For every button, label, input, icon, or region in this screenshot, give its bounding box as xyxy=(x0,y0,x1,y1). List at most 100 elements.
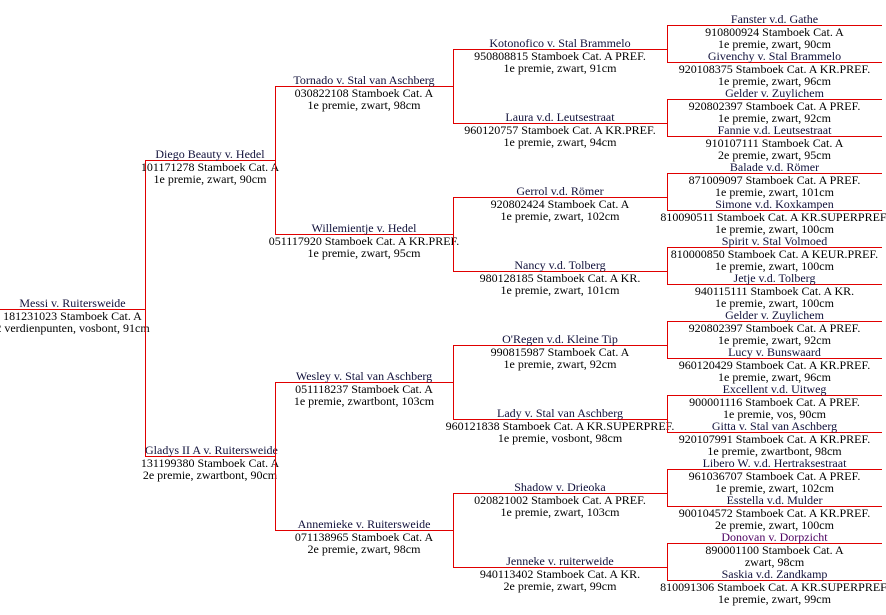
horse-info: 1e premie, zwart, 101cm xyxy=(715,185,834,199)
horse-registration: 871009097 Stamboek Cat. A PREF. xyxy=(688,173,861,187)
horse-name-link[interactable]: Libero W. v.d. Hertraksestraat xyxy=(702,456,847,470)
horse-name-link[interactable]: Jenneke v. ruiterweide xyxy=(506,554,614,568)
connector-line xyxy=(453,123,667,124)
horse-name-link[interactable]: Lucy v. Bunswaard xyxy=(728,345,821,359)
connector-line xyxy=(667,543,882,544)
horse-registration: 810091306 Stamboek Cat. A KR.SUPERPREF. xyxy=(660,580,886,594)
horse-name-link[interactable]: Gelder v. Zuylichem xyxy=(725,86,824,100)
connector-line xyxy=(667,469,882,470)
connector-line xyxy=(453,493,667,494)
horse-info: 1e premie, zwart, 92cm xyxy=(503,357,617,371)
connector-line xyxy=(145,456,275,457)
connector-line xyxy=(667,580,882,581)
horse-info: 2e premie, zwart, 95cm xyxy=(718,148,831,162)
horse-registration: 181231023 Stamboek Cat. A xyxy=(3,309,142,323)
horse-name-link[interactable]: Gitta v. Stal van Aschberg xyxy=(711,419,838,433)
connector-line xyxy=(275,234,453,235)
horse-name-link[interactable]: Gladys II A v. Ruitersweide xyxy=(145,443,278,457)
connector-line xyxy=(667,62,882,63)
parent-bracket-line xyxy=(667,321,668,358)
connector-line xyxy=(667,506,882,507)
horse-name-link[interactable]: Gelder v. Zuylichem xyxy=(725,308,824,322)
horse-name-link[interactable]: Spirit v. Stal Volmoed xyxy=(721,234,828,248)
horse-name-link[interactable]: Balade v.d. Römer xyxy=(729,160,820,174)
connector-line xyxy=(275,86,453,87)
horse-name-link[interactable]: Wesley v. Stal van Aschberg xyxy=(295,369,433,383)
horse-name-link[interactable]: Esstella v.d. Mulder xyxy=(726,493,823,507)
horse-registration: 051118237 Stamboek Cat. A xyxy=(295,382,433,396)
horse-name-link[interactable]: Donovan v. Dorpzicht xyxy=(721,530,828,544)
horse-info: 1e premie, zwart, 102cm xyxy=(500,209,620,223)
horse-info: 1e premie, zwart, 94cm xyxy=(503,135,617,149)
horse-name-link[interactable]: Saskia v.d. Zandkamp xyxy=(721,567,828,581)
horse-registration: 131199380 Stamboek Cat. A xyxy=(140,456,280,470)
connector-line xyxy=(275,382,453,383)
horse-name-link[interactable]: Lady v. Stal van Aschberg xyxy=(497,406,623,420)
horse-name-link[interactable]: Fannie v.d. Leutsestraat xyxy=(717,123,832,137)
horse-info: 1e premie, zwart, 98cm xyxy=(307,98,421,112)
horse-registration: 071138965 Stamboek Cat. A xyxy=(294,530,434,544)
parent-bracket-line xyxy=(453,345,454,419)
horse-info: zwart, 98cm xyxy=(744,555,805,569)
horse-registration: 810090511 Stamboek Cat. A KR.SUPERPREF. xyxy=(660,210,886,224)
horse-name-link[interactable]: Kotonofico v. Stal Brammelo xyxy=(489,36,631,50)
connector-line xyxy=(453,49,667,50)
horse-info: 1e premie, zwartbont, 103cm xyxy=(293,394,435,408)
horse-info: 1e premie, zwart, 92cm xyxy=(718,333,831,347)
horse-info: 1e premie, zwart, 102cm xyxy=(715,481,834,495)
horse-name-link[interactable]: Shadow v. Drieoka xyxy=(514,480,606,494)
horse-name-link[interactable]: O'Regen v.d. Kleine Tip xyxy=(502,332,618,346)
horse-registration: 900001116 Stamboek Cat. A PREF. xyxy=(689,395,860,409)
horse-name-link[interactable]: Willemientje v. Hedel xyxy=(311,221,417,235)
connector-line xyxy=(453,567,667,568)
horse-name-link[interactable]: Gerrol v.d. Römer xyxy=(516,184,604,198)
horse-info: 1e premie, zwart, 90cm xyxy=(153,172,267,186)
parent-bracket-line xyxy=(145,160,146,456)
connector-line xyxy=(667,432,882,433)
parent-bracket-line xyxy=(667,395,668,432)
horse-info: 2e premie, zwart, 100cm xyxy=(715,518,834,532)
horse-name-link[interactable]: Jetje v.d. Tolberg xyxy=(733,271,816,285)
horse-info: 1e premie, zwart, 96cm xyxy=(718,370,831,384)
connector-line xyxy=(453,345,667,346)
connector-line xyxy=(667,358,882,359)
horse-registration: 920107991 Stamboek Cat. A KR.PREF. xyxy=(678,432,871,446)
horse-name-link[interactable]: Laura v.d. Leutsestraat xyxy=(505,110,615,124)
connector-line xyxy=(667,25,882,26)
connector-line xyxy=(667,99,882,100)
horse-registration: 890001100 Stamboek Cat. A xyxy=(705,543,844,557)
parent-bracket-line xyxy=(275,86,276,234)
horse-name-link[interactable]: Excellent v.d. Uitweg xyxy=(722,382,827,396)
parent-bracket-line xyxy=(667,543,668,580)
horse-info: 1e premie, zwart, 101cm xyxy=(500,283,620,297)
horse-info: 2e premie, zwart, 98cm xyxy=(307,542,421,556)
horse-registration: 940113402 Stamboek Cat. A KR. xyxy=(479,567,641,581)
connector-line xyxy=(667,284,882,285)
horse-name-link[interactable]: Annemieke v. Ruitersweide xyxy=(297,517,431,531)
horse-name-link[interactable]: Diego Beauty v. Hedel xyxy=(155,147,265,161)
horse-registration: 960120757 Stamboek Cat. A KR.PREF. xyxy=(464,123,656,137)
horse-name-link[interactable]: Fanster v.d. Gathe xyxy=(730,12,819,26)
horse-name-link[interactable]: Nancy v.d. Tolberg xyxy=(514,258,606,272)
connector-line xyxy=(667,395,882,396)
connector-line xyxy=(667,173,882,174)
horse-name-link[interactable]: Messi v. Ruitersweide xyxy=(19,296,126,310)
horse-info: 1e premie, zwart, 90cm xyxy=(718,37,831,51)
horse-info: 1e premie, zwart, 91cm xyxy=(503,61,617,75)
horse-info: 1e premie, zwart, 100cm xyxy=(715,222,834,236)
connector-line xyxy=(667,210,882,211)
horse-name-link[interactable]: Simone v.d. Koxkampen xyxy=(715,197,834,211)
horse-name-link[interactable]: Tornado v. Stal van Aschberg xyxy=(293,73,435,87)
horse-registration: 051117920 Stamboek Cat. A KR.PREF. xyxy=(268,234,460,248)
horse-registration: 910107111 Stamboek Cat. A xyxy=(705,136,844,150)
connector-line xyxy=(667,321,882,322)
parent-bracket-line xyxy=(453,493,454,567)
horse-registration: 960121838 Stamboek Cat. A KR.SUPERPREF. xyxy=(445,419,675,433)
horse-registration: 980128185 Stamboek Cat. A KR. xyxy=(479,271,641,285)
horse-registration: 920802424 Stamboek Cat. A xyxy=(490,197,630,211)
connector-line xyxy=(667,247,882,248)
horse-name-link[interactable]: Givenchy v. Stal Brammelo xyxy=(707,49,842,63)
horse-info: 1e premie, vos, 90cm xyxy=(723,407,826,421)
horse-info: 2 verdienpunten, vosbont, 91cm xyxy=(0,321,150,335)
horse-registration: 920108375 Stamboek Cat. A KR.PREF. xyxy=(678,62,871,76)
